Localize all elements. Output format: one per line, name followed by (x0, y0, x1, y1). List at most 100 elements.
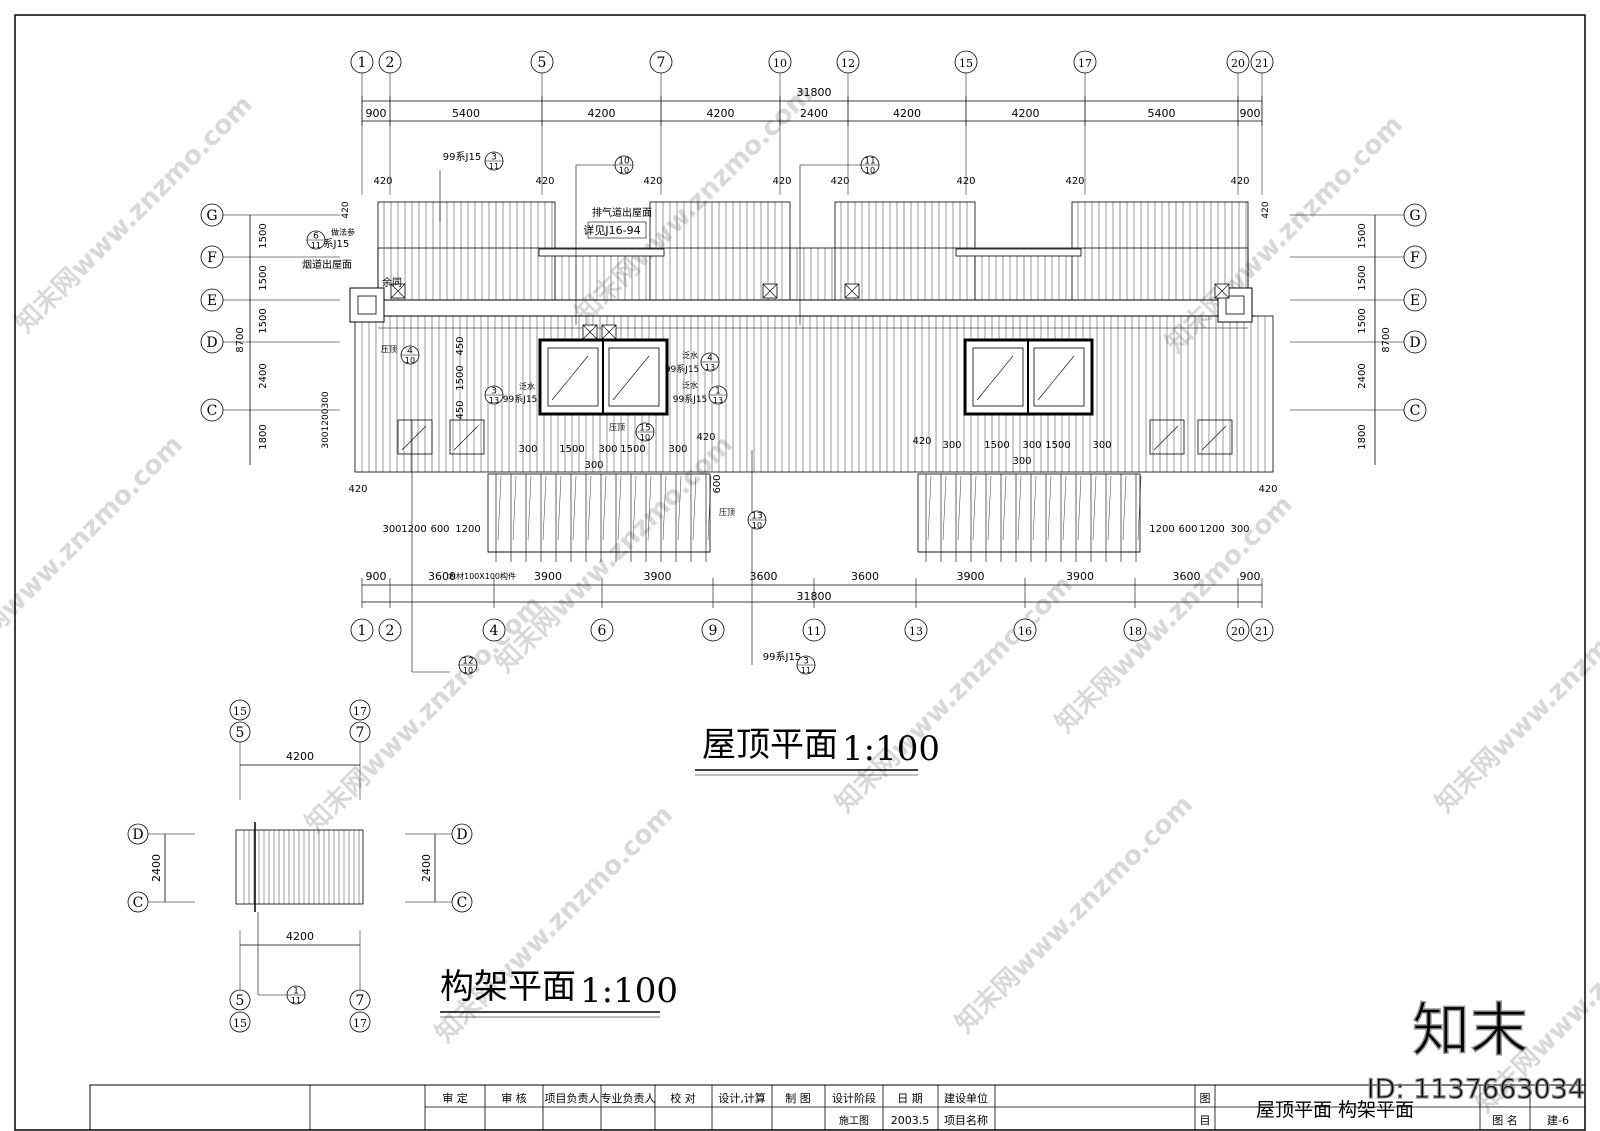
top-segment-dim: 4200 (707, 107, 735, 120)
side-dim-left: 1500 (258, 223, 269, 248)
frame-width-dim: 4200 (286, 750, 314, 763)
note-exhaust-box (587, 221, 647, 239)
title-block-header: 项目负责人 (545, 1091, 600, 1105)
frame-row-axis-left-label: C (133, 895, 144, 911)
stair-mid-dim: 300 (1012, 456, 1031, 467)
title-block-date: 2003.5 (891, 1114, 930, 1127)
top-segment-dim: 4200 (588, 107, 616, 120)
bottom-sub-dim-left: 1200 (455, 524, 480, 535)
top-420-dim: 420 (830, 176, 849, 187)
title-block-stage: 施工图 (839, 1114, 869, 1127)
bottom-sub-dim-left: 600 (430, 524, 449, 535)
skylight (1197, 419, 1233, 455)
frame-height-dim: 2400 (420, 854, 433, 882)
detail-ref-num: 3 (491, 387, 497, 397)
stair-core-room (1033, 347, 1085, 407)
stair-dim-right: 1500 (984, 440, 1009, 451)
stair-dim-right: 300 (1092, 440, 1111, 451)
dim-420: 420 (348, 484, 367, 495)
side-dim-left: 2400 (258, 363, 269, 388)
title-block-sheet-label: 图 名 (1492, 1113, 1518, 1127)
bottom-sub-dim-right: 1200 (1149, 524, 1174, 535)
title-block-drawing-title: 屋顶平面 构架平面 (1256, 1099, 1414, 1121)
bottom-axis-4-label: 4 (490, 623, 499, 639)
note-99j15: 99系J15 (763, 651, 801, 663)
vent-cross (762, 283, 778, 299)
bottom-axis-6 (590, 618, 614, 642)
frame-axis-top (349, 699, 371, 721)
pergola-beam (957, 475, 962, 541)
detail-ref-sheet: 11 (311, 241, 321, 250)
top-axis-20-label: 20 (1231, 57, 1245, 70)
row-axis-left-E-label: E (207, 293, 217, 309)
detail-ref-sheet: 13 (489, 396, 499, 405)
frame-axis-top-label: 17 (353, 705, 367, 718)
core-vertical-dim: 450 (455, 400, 466, 419)
pergola-outline (917, 473, 1141, 553)
pergola-beam (557, 475, 562, 541)
detail-ref-num: 4 (707, 354, 713, 364)
detail-ref-num: 15 (639, 424, 650, 434)
pergola-beam (587, 475, 592, 541)
pergola-beam (617, 475, 622, 541)
bottom-axis-16 (1013, 618, 1037, 642)
bottom-segment-dim: 3600 (1173, 570, 1201, 583)
bottom-sub-dim-right: 600 (1178, 524, 1197, 535)
side-total-right: 8700 (1381, 327, 1392, 352)
top-420-dim: 420 (1065, 176, 1084, 187)
frame-width-dim: 4200 (286, 930, 314, 943)
pergola-beam (927, 475, 932, 541)
note-gutter: 泛水 (682, 380, 698, 390)
pergola-beam (942, 475, 947, 541)
dim-420: 420 (912, 436, 931, 447)
skylight-diag (1201, 425, 1227, 451)
title-block-header: 校 对 (670, 1091, 696, 1105)
top-420-dim: 420 (772, 176, 791, 187)
bottom-segment-dim: 3900 (957, 570, 985, 583)
bottom-segment-dim: 3900 (534, 570, 562, 583)
bottom-axis-2-label: 2 (386, 623, 395, 639)
note-chimney: 烟道出屋面 (302, 258, 352, 271)
top-axis-7-label: 7 (657, 55, 666, 71)
row-axis-right-C-label: C (1410, 403, 1421, 419)
pergola-beam (1122, 475, 1127, 541)
side-total-left: 8700 (235, 327, 246, 352)
detail-ref-sheet: 11 (801, 666, 811, 675)
bottom-sub-dim-right: 1200 (1199, 524, 1224, 535)
stair-dim-left: 1500 (620, 444, 645, 455)
row-axis-left-D-label: D (206, 335, 217, 351)
frame-detail-ref-sheet: 11 (291, 996, 301, 1005)
bottom-axis-4 (482, 618, 506, 642)
bottom-axis-13 (904, 618, 928, 642)
detail-ref-sheet: 10 (463, 666, 473, 675)
skylight-diag (401, 425, 427, 451)
bottom-axis-9 (701, 618, 725, 642)
bottom-axis-21 (1250, 618, 1274, 642)
stair-dim-left: 300 (668, 444, 687, 455)
side-dim-left: 1500 (258, 265, 269, 290)
stair-dim-left: 300 (518, 444, 537, 455)
side-dim-left: 1800 (258, 424, 269, 449)
pergola-beam (707, 475, 712, 541)
top-segment-dim: 4200 (1012, 107, 1040, 120)
detail-ref-num: 10 (618, 157, 630, 167)
vent-cross (844, 283, 860, 299)
frame-axis-bottom (229, 989, 251, 1011)
frame-axis-bottom-label: 17 (353, 1017, 367, 1030)
title-block-frame (89, 1084, 1586, 1131)
bottom-axis-9-label: 9 (709, 623, 718, 639)
bottom-segment-dim: 3900 (644, 570, 672, 583)
pergola-beam (497, 475, 502, 541)
frame-axis-top-label: 7 (356, 725, 365, 741)
bottom-axis-11 (802, 618, 826, 642)
note-chimney-sub: 做法参 (331, 227, 355, 237)
title-block-header: 设计,计算 (718, 1091, 766, 1105)
title-block-header: 审 核 (501, 1091, 527, 1105)
skylight-diag (1153, 425, 1179, 451)
skylight (1149, 419, 1185, 455)
vent-cross (390, 283, 406, 299)
detail-ref-num: 4 (407, 347, 413, 357)
pergola-beam (1032, 475, 1037, 541)
